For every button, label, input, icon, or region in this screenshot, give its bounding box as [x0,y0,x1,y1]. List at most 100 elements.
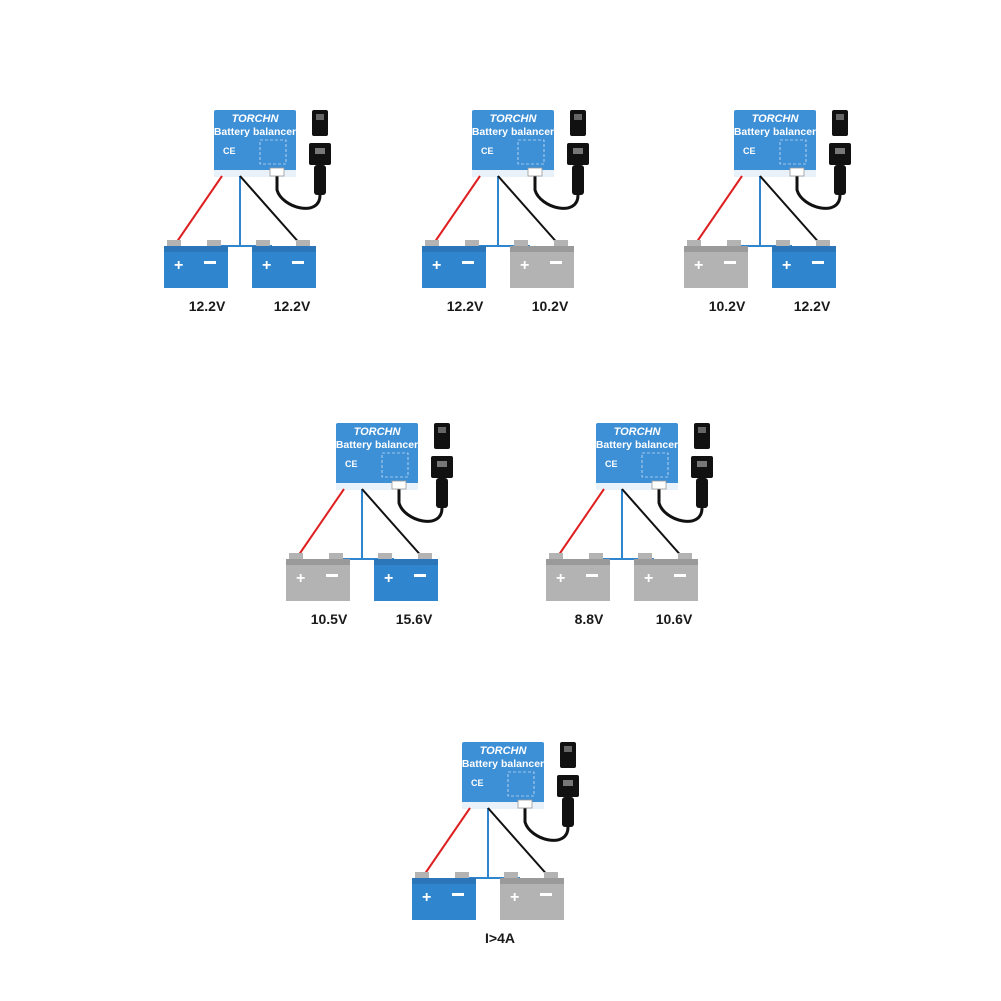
ce-mark: CE [743,146,756,156]
voltage-label-right: 10.2V [531,298,569,314]
usb-plug-icon [533,110,589,210]
svg-text:+: + [296,570,305,587]
module-title: Battery balancer [472,126,554,138]
voltage-label-right: 12.2V [793,298,831,314]
brand-logo: TORCHN [354,426,402,438]
battery-icon-right: + [500,872,564,920]
battery-icon-right: + [634,553,698,601]
svg-text:+: + [556,570,565,587]
svg-text:+: + [694,257,703,274]
balancer-module [596,423,678,489]
svg-text:+: + [174,257,183,274]
module: TORCHN Battery balancer CE [462,742,544,809]
black-wire [361,488,425,560]
module-dashed-box [259,139,287,165]
module-title: Battery balancer [214,126,296,138]
balancer-module [336,423,418,489]
module-footer-strip [596,483,678,490]
balancer-module [472,110,554,176]
red-wire [693,175,743,247]
usb-plug-icon [275,110,331,210]
usb-plug-icon [523,742,579,842]
balancer-panel-6: TORCHN Battery balancer CE [400,740,600,960]
black-wire [239,175,303,247]
voltage-label-right: 10.6V [655,611,693,627]
balancer-panel-1: TORCHN Battery balancer CE [152,108,352,328]
brand-logo: TORCHN [752,113,800,125]
wiring-diagram: TORCHN Battery balancer CE [286,423,453,601]
battery-icon-right: + [374,553,438,601]
module: TORCHN Battery balancer CE [596,423,678,490]
ce-mark: CE [345,459,358,469]
voltage-label-left: 10.2V [708,298,746,314]
brand-logo: TORCHN [614,426,662,438]
wiring-diagram: TORCHN Battery balancer CE [684,110,851,288]
usb-plug-icon [657,423,713,523]
module-dashed-box [779,139,807,165]
ce-mark: CE [471,778,484,788]
brand-logo: TORCHN [232,113,280,125]
balancer-module [734,110,816,176]
battery-icon-left: + [684,240,748,288]
module: TORCHN Battery balancer CE [214,110,296,177]
balancer-module [462,742,544,808]
battery-icon-left: + [412,872,476,920]
current-label: I>4A [485,930,515,946]
black-wire [487,807,551,879]
module-dashed-box [517,139,545,165]
svg-text:+: + [432,257,441,274]
wiring-diagram: TORCHN Battery balancer CE [164,110,331,288]
module-title: Battery balancer [596,439,678,451]
svg-text:+: + [644,570,653,587]
battery-icon-left: + [164,240,228,288]
balancer-panel-3: TORCHN Battery balancer CE [672,108,872,328]
voltage-label-right: 12.2V [273,298,311,314]
battery-icon-left: + [286,553,350,601]
module-footer-strip [734,170,816,177]
module-footer-strip [214,170,296,177]
connector [527,167,543,177]
module-footer-strip [336,483,418,490]
ce-mark: CE [481,146,494,156]
red-wire [173,175,223,247]
voltage-label-left: 12.2V [188,298,226,314]
balancer-panel-5: TORCHN Battery balancer CE [534,421,734,641]
balancer-panel-2: TORCHN Battery balancer CE [410,108,610,328]
red-wire [555,488,605,560]
wiring-diagram: TORCHN Battery balancer CE [422,110,589,288]
module-dashed-box [641,452,669,478]
svg-text:+: + [782,257,791,274]
svg-text:+: + [520,257,529,274]
wiring-diagram: TORCHN Battery balancer CE [546,423,713,601]
connector [789,167,805,177]
module-title: Battery balancer [462,758,544,770]
usb-plug-icon [397,423,453,523]
usb-plug-icon [795,110,851,210]
wiring-diagram: TORCHN Battery balancer CE [412,742,579,920]
svg-text:+: + [510,889,519,906]
module: TORCHN Battery balancer CE [336,423,418,490]
svg-text:+: + [262,257,271,274]
module-dashed-box [507,771,535,797]
battery-icon-right: + [510,240,574,288]
balancer-module [214,110,296,176]
balancer-panel-4: TORCHN Battery balancer CE [274,421,474,641]
red-wire [421,807,471,879]
connector [269,167,285,177]
module: TORCHN Battery balancer CE [734,110,816,177]
svg-text:+: + [384,570,393,587]
module: TORCHN Battery balancer CE [472,110,554,177]
battery-icon-left: + [546,553,610,601]
voltage-label-left: 8.8V [574,611,604,627]
voltage-label-left: 10.5V [310,611,348,627]
black-wire [759,175,823,247]
black-wire [621,488,685,560]
black-wire [497,175,561,247]
ce-mark: CE [223,146,236,156]
connector [651,480,667,490]
module-footer-strip [472,170,554,177]
red-wire [431,175,481,247]
voltage-label-left: 12.2V [446,298,484,314]
voltage-label-right: 15.6V [395,611,433,627]
